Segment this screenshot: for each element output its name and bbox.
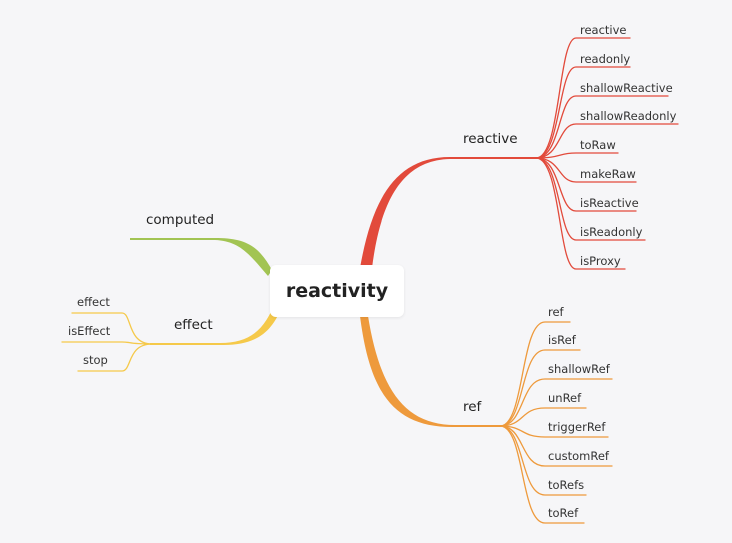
- reactive-child-connector-1: [535, 66, 631, 159]
- ref-main-connector: [360, 316, 505, 428]
- branch-computed-label[interactable]: computed: [146, 212, 215, 228]
- reactive-child-2[interactable]: shallowReactive: [580, 81, 673, 95]
- reactive-child-connector-5: [535, 157, 637, 183]
- branch-reactive-label[interactable]: reactive: [463, 131, 518, 147]
- reactive-child-connector-3: [535, 123, 679, 159]
- reactive-child-connector-8: [535, 157, 626, 270]
- effect-child-connector-0: [71, 312, 153, 345]
- reactive-child-connector-4: [535, 152, 619, 159]
- reactive-child-5[interactable]: makeRaw: [580, 167, 636, 181]
- reactive-child-3[interactable]: shallowReadonly: [580, 109, 677, 123]
- effect-child-2[interactable]: stop: [83, 353, 108, 367]
- ref-child-connector-3: [499, 407, 587, 427]
- effect-child-1[interactable]: isEffect: [68, 324, 111, 338]
- branch-ref-label[interactable]: ref: [463, 399, 482, 415]
- effect-child-connector-2: [77, 343, 153, 372]
- reactive-child-7[interactable]: isReadonly: [580, 225, 643, 239]
- ref-child-connector-1: [499, 349, 581, 427]
- reactive-child-0[interactable]: reactive: [580, 23, 627, 37]
- ref-child-5[interactable]: customRef: [548, 449, 609, 463]
- ref-child-2[interactable]: shallowRef: [548, 362, 610, 376]
- ref-child-1[interactable]: isRef: [548, 333, 576, 347]
- ref-child-4[interactable]: triggerRef: [548, 420, 606, 434]
- ref-child-0[interactable]: ref: [548, 305, 564, 319]
- computed-main-connector: [130, 238, 272, 276]
- ref-child-6[interactable]: toRefs: [548, 478, 585, 492]
- effect-main-connector: [150, 300, 282, 346]
- reactive-child-1[interactable]: readonly: [580, 52, 631, 66]
- ref-child-7[interactable]: toRef: [548, 506, 579, 520]
- reactive-child-8[interactable]: isProxy: [580, 254, 621, 268]
- root-node[interactable]: reactivity: [270, 265, 404, 317]
- effect-child-0[interactable]: effect: [77, 295, 110, 309]
- reactive-child-4[interactable]: toRaw: [580, 138, 616, 152]
- reactive-main-connector: [360, 157, 540, 268]
- reactive-child-6[interactable]: isReactive: [580, 196, 639, 210]
- ref-child-connector-4: [499, 425, 609, 438]
- ref-child-3[interactable]: unRef: [548, 391, 582, 405]
- reactive-child-connector-6: [535, 157, 637, 212]
- ref-child-connector-2: [499, 378, 613, 427]
- reactive-child-connector-0: [535, 37, 631, 159]
- effect-child-connector-1: [61, 341, 153, 345]
- ref-child-connector-0: [499, 321, 571, 427]
- ref-child-connector-5: [499, 425, 613, 467]
- reactive-child-connector-2: [535, 95, 669, 159]
- ref-child-connector-7: [499, 425, 585, 524]
- branch-effect-label[interactable]: effect: [174, 317, 213, 333]
